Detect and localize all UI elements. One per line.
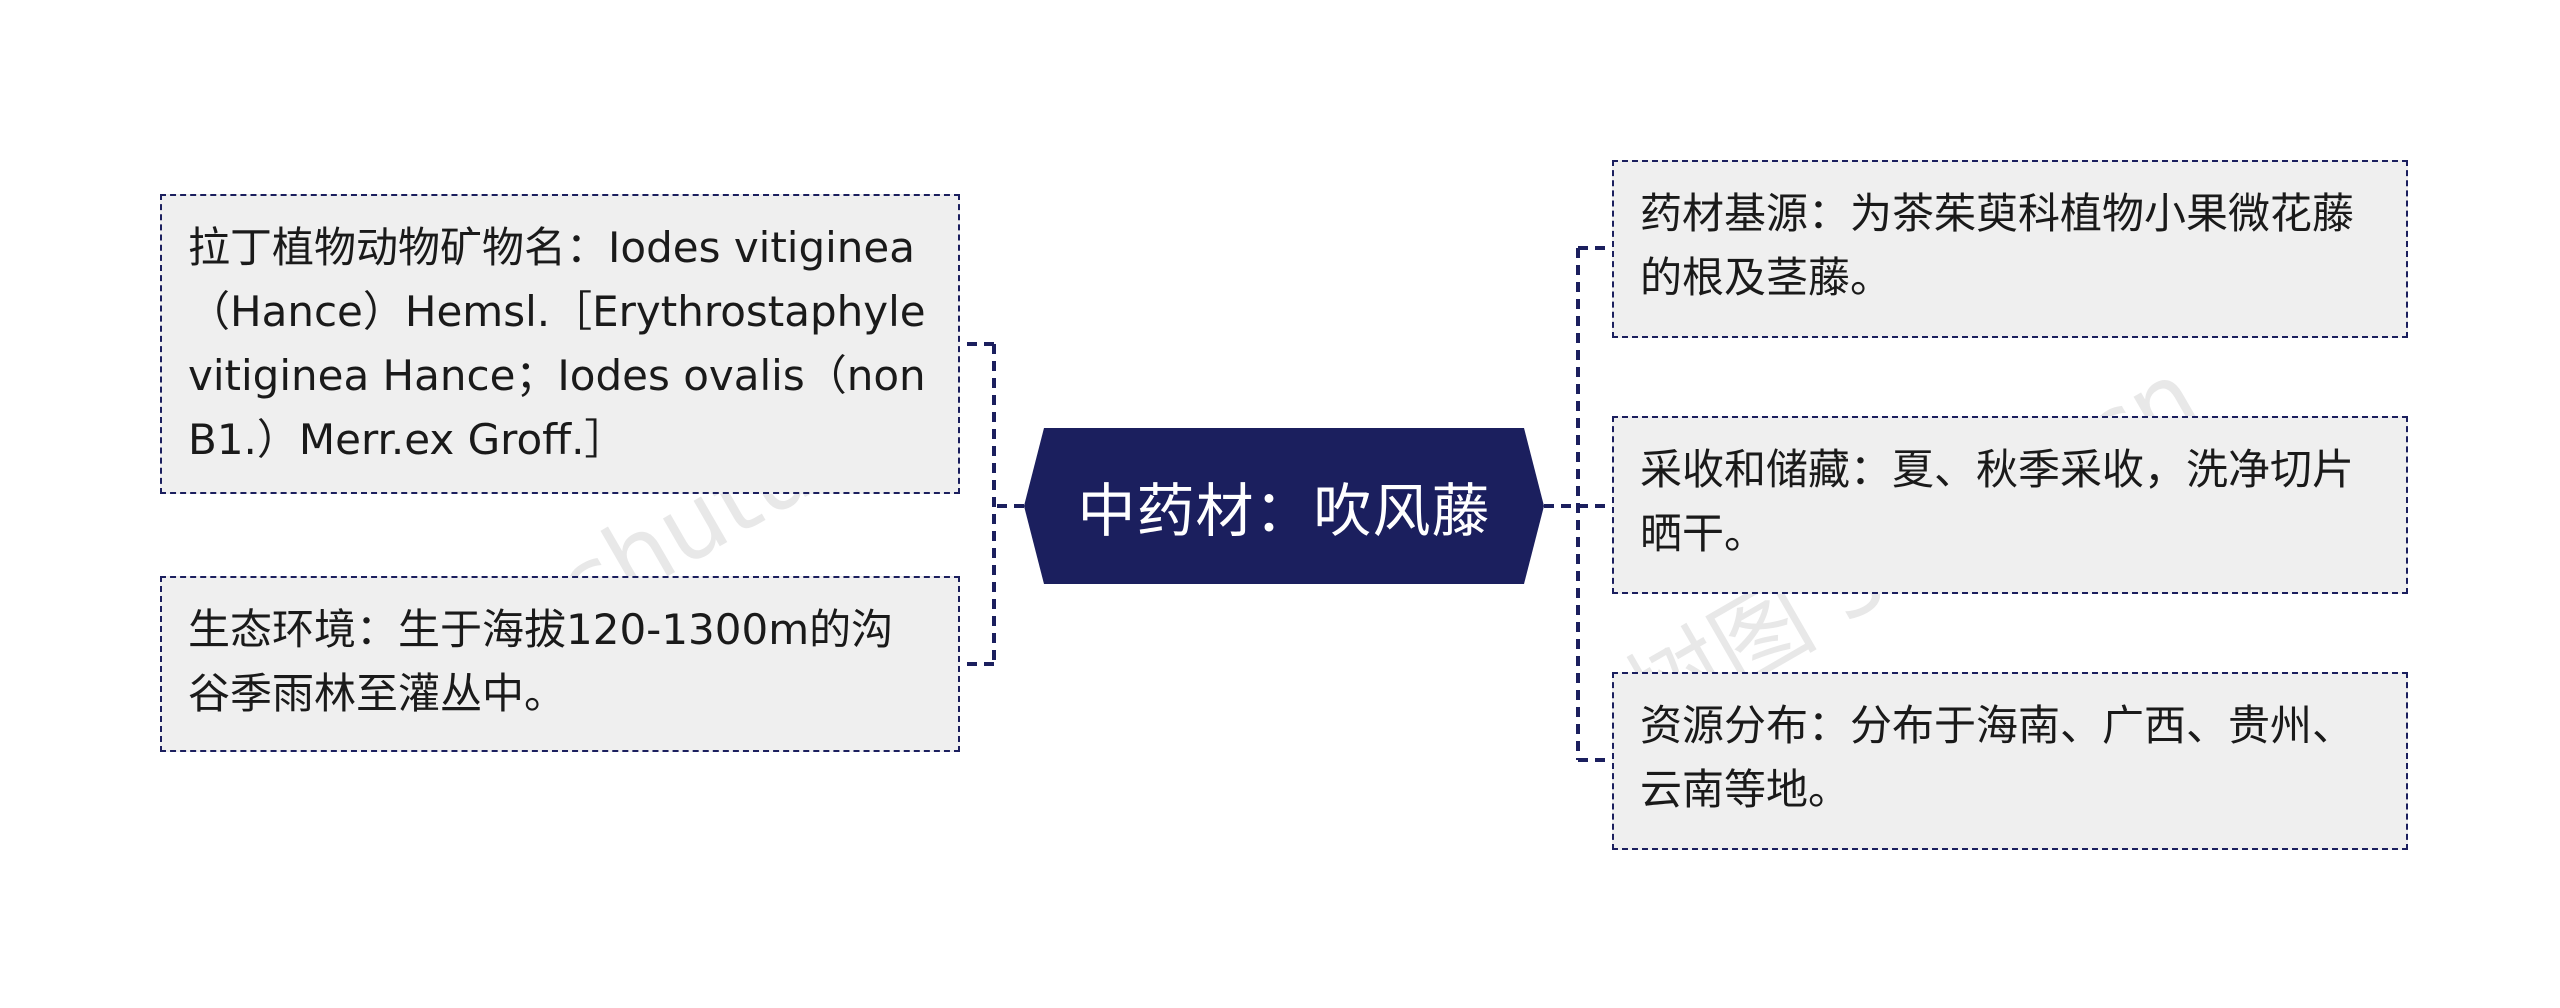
node-harvest-storage-text: 采收和储藏：夏、秋季采收，洗净切片晒干。: [1640, 445, 2355, 558]
node-source[interactable]: 药材基源：为茶茱萸科植物小果微花藤的根及茎藤。: [1612, 160, 2408, 338]
node-habitat[interactable]: 生态环境：生于海拔120-1300m的沟谷季雨林至灌丛中。: [160, 576, 960, 752]
node-distribution-text: 资源分布：分布于海南、广西、贵州、云南等地。: [1640, 701, 2355, 814]
central-topic-label: 中药材：吹风藤: [1077, 477, 1491, 545]
node-source-text: 药材基源：为茶茱萸科植物小果微花藤的根及茎藤。: [1640, 189, 2355, 302]
node-habitat-text: 生态环境：生于海拔120-1300m的沟谷季雨林至灌丛中。: [188, 605, 894, 718]
central-topic[interactable]: 中药材：吹风藤: [1024, 428, 1544, 584]
node-distribution[interactable]: 资源分布：分布于海南、广西、贵州、云南等地。: [1612, 672, 2408, 850]
node-latin-name-text: 拉丁植物动物矿物名：Iodes vitiginea（Hance）Hemsl.［E…: [188, 223, 926, 464]
central-topic-shape: [1024, 428, 1544, 584]
node-latin-name[interactable]: 拉丁植物动物矿物名：Iodes vitiginea（Hance）Hemsl.［E…: [160, 194, 960, 494]
node-harvest-storage[interactable]: 采收和储藏：夏、秋季采收，洗净切片晒干。: [1612, 416, 2408, 594]
